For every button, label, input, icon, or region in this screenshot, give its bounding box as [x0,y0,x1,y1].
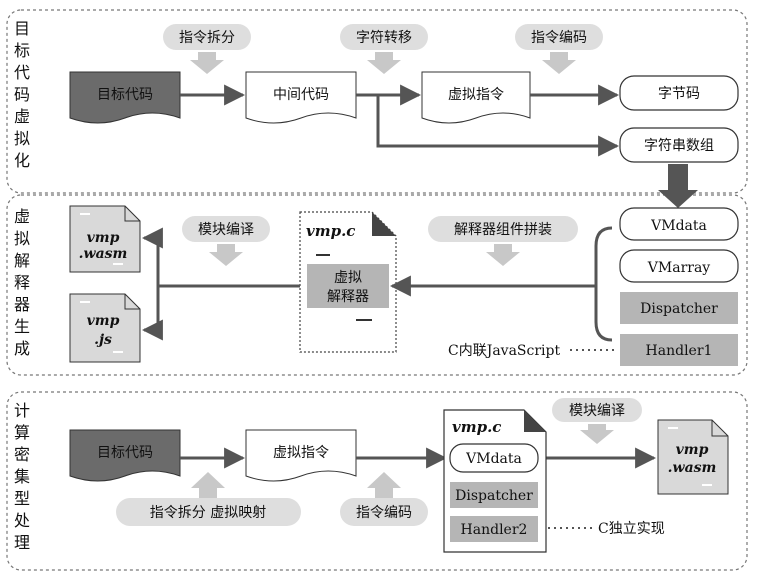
s3-title-char: 理 [14,533,30,552]
file-vmp-js: vmp .js [69,293,141,363]
svg-text:模块编译: 模块编译 [569,403,625,419]
svg-text:指令拆分 虚拟映射: 指令拆分 虚拟映射 [150,505,266,521]
s1-title-char: 代 [14,63,30,82]
section-1-frame [6,9,748,194]
s1-title-char: 虚 [14,107,30,126]
section-3-title: 计 算 密 集 型 处 理 [14,401,30,552]
output-bytecode: 字节码 [619,75,739,111]
svg-text:中间代码: 中间代码 [273,87,329,103]
component-dispatcher: Dispatcher [620,292,738,324]
callout-module-compile-3: 模块编译 [552,398,642,444]
callout-encode-3: 指令编码 [340,472,428,526]
svg-text:解释器: 解释器 [327,289,369,305]
svg-text:虚拟指令: 虚拟指令 [448,87,504,103]
callout-instruction-split: 指令拆分 [163,24,251,74]
svg-text:vmp.c: vmp.c [306,222,355,240]
svg-text:字符串数组: 字符串数组 [644,138,714,154]
svg-text:.js: .js [94,332,112,348]
svg-text:字节码: 字节码 [658,86,700,102]
svg-text:VMdata: VMdata [650,218,707,234]
component-handler1: Handler1 [620,334,738,366]
row2-output-arrows [141,227,300,341]
callout-split-map: 指令拆分 虚拟映射 [116,472,301,526]
s2-title-char: 器 [14,295,30,314]
svg-text:Handler1: Handler1 [646,343,713,359]
s1-title-char: 目 [14,19,30,38]
svg-text:指令编码: 指令编码 [531,30,587,46]
note-c-inline-js: C内联JavaScript [448,343,560,359]
s2-title-char: 成 [14,339,30,358]
s3-title-char: 处 [14,511,30,530]
note-c-independent: C独立实现 [598,521,665,537]
svg-text:虚拟指令: 虚拟指令 [273,445,329,461]
row1-arrows [180,84,620,157]
component-vmdata: VMdata [619,207,739,241]
callout-instruction-encode: 指令编码 [515,24,603,74]
s1-title-char: 标 [14,41,30,60]
arrow-to-vmdata [658,164,698,208]
svg-text:模块编译: 模块编译 [198,222,254,238]
svg-text:vmp.c: vmp.c [452,418,501,436]
vmp-c-file-3: vmp.c VMdata Dispatcher Handler2 [443,409,547,553]
s1-title-char: 码 [14,85,30,104]
s1-title-char: 化 [14,151,30,170]
s3-title-char: 计 [14,401,30,420]
s3-title-char: 密 [14,445,30,464]
vmp-c-file-2: vmp.c 虚拟 解释器 [299,211,397,353]
file-vmp-wasm-1: vmp .wasm [69,205,141,273]
component-bracket [594,226,613,342]
s3-title-char: 型 [14,489,30,508]
svg-text:VMarray: VMarray [647,260,711,276]
section-2-title: 虚 拟 解 释 器 生 成 [14,207,30,358]
section-1-title: 目 标 代 码 虚 拟 化 [14,19,30,170]
s2-title-char: 拟 [14,229,30,248]
file-vmp-wasm-3: vmp .wasm [657,419,729,495]
component-vmarray: VMarray [619,249,739,283]
svg-text:虚拟: 虚拟 [334,270,362,286]
doc-target-code: 目标代码 [69,71,181,124]
s2-title-char: 释 [14,273,30,292]
callout-assemble: 解释器组件拼装 [428,216,578,266]
svg-text:目标代码: 目标代码 [97,87,153,103]
svg-text:指令编码: 指令编码 [356,505,412,521]
callout-char-transfer: 字符转移 [340,24,428,74]
svg-text:Dispatcher: Dispatcher [640,301,718,317]
svg-text:vmp: vmp [87,313,120,329]
output-string-array: 字符串数组 [619,127,739,163]
svg-text:.wasm: .wasm [79,246,128,262]
s3-title-char: 算 [14,423,30,442]
section-2-frame [6,194,748,376]
svg-text:解释器组件拼装: 解释器组件拼装 [454,222,552,238]
svg-text:VMdata: VMdata [465,451,522,467]
s2-title-char: 生 [14,317,30,336]
svg-text:Dispatcher: Dispatcher [455,488,533,504]
callout-module-compile-2: 模块编译 [182,216,270,266]
svg-text:vmp: vmp [87,230,120,246]
svg-text:目标代码: 目标代码 [97,445,153,461]
s1-title-char: 拟 [14,129,30,148]
s2-title-char: 解 [14,251,30,270]
doc-virtual-instr-3: 虚拟指令 [245,429,357,482]
svg-text:Handler2: Handler2 [461,522,528,538]
doc-target-code-3: 目标代码 [69,429,181,482]
s2-title-char: 虚 [14,207,30,226]
svg-text:字符转移: 字符转移 [356,30,412,46]
section-3-frame [6,391,748,571]
doc-virtual-instr: 虚拟指令 [421,71,531,124]
svg-text:.wasm: .wasm [668,460,717,476]
doc-intermediate-code: 中间代码 [245,71,357,124]
s3-title-char: 集 [14,467,30,486]
svg-text:指令拆分: 指令拆分 [179,30,235,46]
svg-text:vmp: vmp [676,442,709,458]
